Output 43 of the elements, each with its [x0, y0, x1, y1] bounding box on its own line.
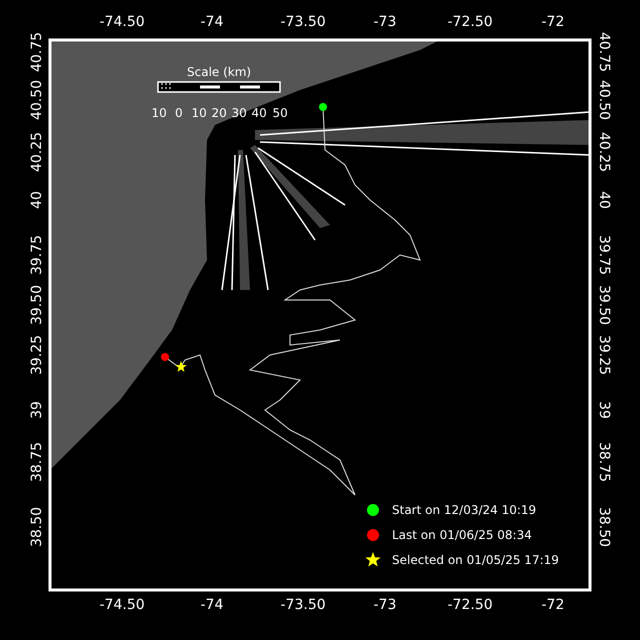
scale-label: 30 [232, 105, 247, 121]
axis-tick-label: 40.50 [596, 80, 612, 120]
axis-tick-label: 38.50 [596, 506, 612, 548]
axis-tick-label: 40.50 [29, 80, 46, 120]
axis-tick-label: 39 [28, 401, 45, 419]
axis-tick-label: 40.75 [29, 32, 46, 72]
axis-tick-label: -72 [542, 14, 564, 30]
axis-tick-label: 38.75 [29, 442, 46, 482]
axis-tick-label: -74.50 [100, 14, 145, 30]
axis-tick-label: -73.50 [280, 14, 326, 30]
axis-tick-label: 38.75 [596, 442, 612, 482]
axis-tick-label: 38.50 [29, 506, 46, 548]
axis-tick-label: 39.50 [29, 284, 46, 326]
axis-tick-label: 40.25 [29, 132, 46, 172]
axis-tick-label: 39.25 [596, 334, 612, 376]
axis-tick-label: 39.25 [29, 334, 46, 376]
axis-tick-label: 40 [596, 191, 612, 209]
axis-tick-label: -73 [374, 14, 396, 30]
legend-label: Start on 12/03/24 10:19 [392, 502, 536, 518]
axis-tick-label: 39.75 [29, 234, 46, 276]
scale-label: 20 [212, 105, 227, 121]
scale-title: Scale (km) [187, 64, 252, 80]
legend-label: Last on 01/06/25 08:34 [392, 527, 532, 543]
axis-tick-label: 39.50 [596, 284, 612, 326]
axis-tick-label: -72 [542, 597, 564, 613]
axis-tick-label: -74.50 [100, 597, 145, 613]
axis-tick-label: 40.75 [596, 32, 612, 72]
scale-label: 50 [272, 105, 288, 121]
axis-tick-label: 40 [28, 191, 45, 209]
axis-tick-label: -72.50 [448, 14, 493, 30]
axis-tick-label: -74 [200, 597, 224, 613]
axis-tick-label: -73 [374, 597, 396, 613]
scale-label: 0 [175, 105, 183, 121]
scale-label: 10 [192, 105, 207, 121]
axis-tick-label: -72.50 [448, 597, 493, 613]
axis-tick-label: 40.25 [596, 132, 612, 172]
axis-tick-label: -73.50 [280, 597, 326, 613]
scale-label: 40 [252, 105, 267, 121]
axis-tick-label: 39 [596, 401, 612, 419]
axis-tick-label: -74 [200, 14, 224, 30]
legend-label: Selected on 01/05/25 17:19 [392, 552, 559, 568]
axis-tick-label: 39.75 [596, 234, 612, 276]
scale-label: 10 [152, 105, 167, 121]
